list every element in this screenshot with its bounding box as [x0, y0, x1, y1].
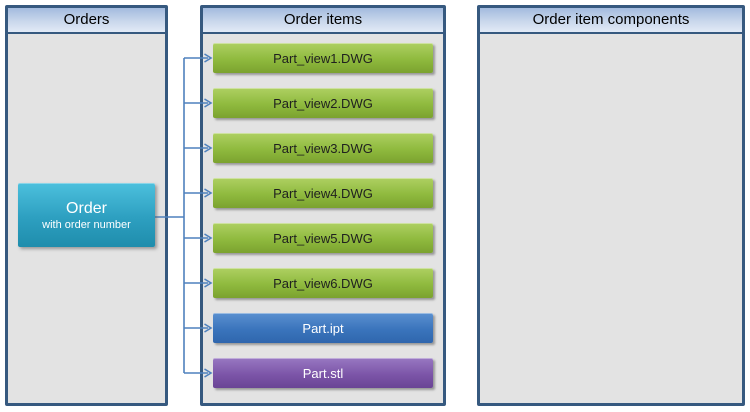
order-item-stl: Part.stl	[213, 358, 433, 388]
order-item-dwg-2: Part_view2.DWG	[213, 88, 433, 118]
order-item-label: Part_view4.DWG	[273, 185, 373, 201]
order-node-subtitle: with order number	[42, 218, 131, 231]
order-item-label: Part.ipt	[302, 320, 344, 336]
order-item-label: Part_view3.DWG	[273, 140, 373, 156]
panel-components-header: Order item components	[480, 8, 742, 34]
order-item-dwg-6: Part_view6.DWG	[213, 268, 433, 298]
order-node: Order with order number	[18, 183, 155, 247]
order-item-label: Part_view1.DWG	[273, 50, 373, 66]
panel-components-title: Order item components	[532, 11, 690, 28]
panel-orders-header: Orders	[8, 8, 165, 34]
order-item-dwg-5: Part_view5.DWG	[213, 223, 433, 253]
panel-order-items-header: Order items	[203, 8, 443, 34]
order-item-dwg-1: Part_view1.DWG	[213, 43, 433, 73]
order-item-label: Part_view5.DWG	[273, 230, 373, 246]
panel-order-items-title: Order items	[283, 11, 363, 28]
order-item-label: Part.stl	[302, 365, 344, 381]
order-item-label: Part_view6.DWG	[273, 275, 373, 291]
order-item-dwg-4: Part_view4.DWG	[213, 178, 433, 208]
order-item-dwg-3: Part_view3.DWG	[213, 133, 433, 163]
panel-components: Order item components	[477, 5, 745, 406]
order-item-label: Part_view2.DWG	[273, 95, 373, 111]
panel-orders-title: Orders	[63, 11, 110, 28]
order-node-title: Order	[66, 199, 107, 217]
order-item-ipt: Part.ipt	[213, 313, 433, 343]
